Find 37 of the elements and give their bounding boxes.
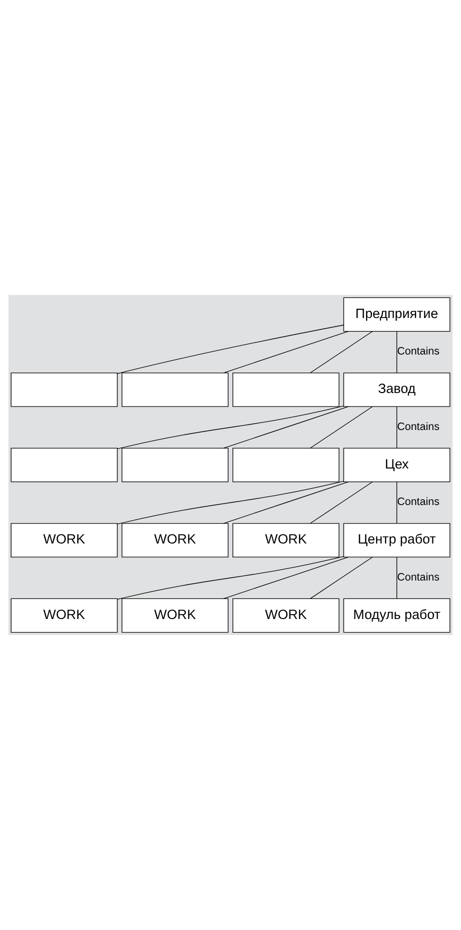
node-box: WORK — [232, 598, 340, 633]
node-box: WORK — [122, 598, 228, 633]
connector — [310, 406, 373, 448]
connector — [116, 480, 344, 524]
connector — [116, 324, 344, 374]
connector — [310, 482, 373, 524]
connector — [223, 556, 349, 600]
connector — [223, 330, 349, 374]
connector — [396, 406, 398, 448]
edge-label: Contains — [397, 346, 440, 358]
node-box — [10, 372, 118, 407]
connector — [223, 481, 349, 524]
node-box — [122, 448, 228, 482]
connector — [396, 482, 398, 524]
node-box: Завод — [343, 372, 450, 407]
edge-label: Contains — [397, 571, 440, 584]
edge-label: Contains — [397, 496, 440, 508]
connector — [396, 331, 398, 374]
node-box: WORK — [122, 523, 228, 558]
node-box — [232, 448, 340, 482]
node-box: Предприятие — [343, 297, 450, 332]
node-box: Цех — [343, 448, 450, 482]
node-box — [232, 372, 340, 407]
node-box: Центр работ — [343, 523, 450, 558]
node-box: WORK — [232, 523, 340, 558]
node-box — [10, 448, 118, 482]
node-box — [122, 372, 228, 407]
node-box: WORK — [10, 598, 118, 633]
node-box: Модуль работ — [343, 598, 450, 633]
connector — [223, 406, 349, 448]
connector — [310, 331, 373, 374]
connector — [116, 556, 344, 600]
connector — [396, 556, 398, 599]
node-box: WORK — [10, 523, 118, 558]
connector — [310, 556, 373, 599]
connector — [116, 406, 344, 450]
edge-label: Contains — [397, 420, 440, 433]
